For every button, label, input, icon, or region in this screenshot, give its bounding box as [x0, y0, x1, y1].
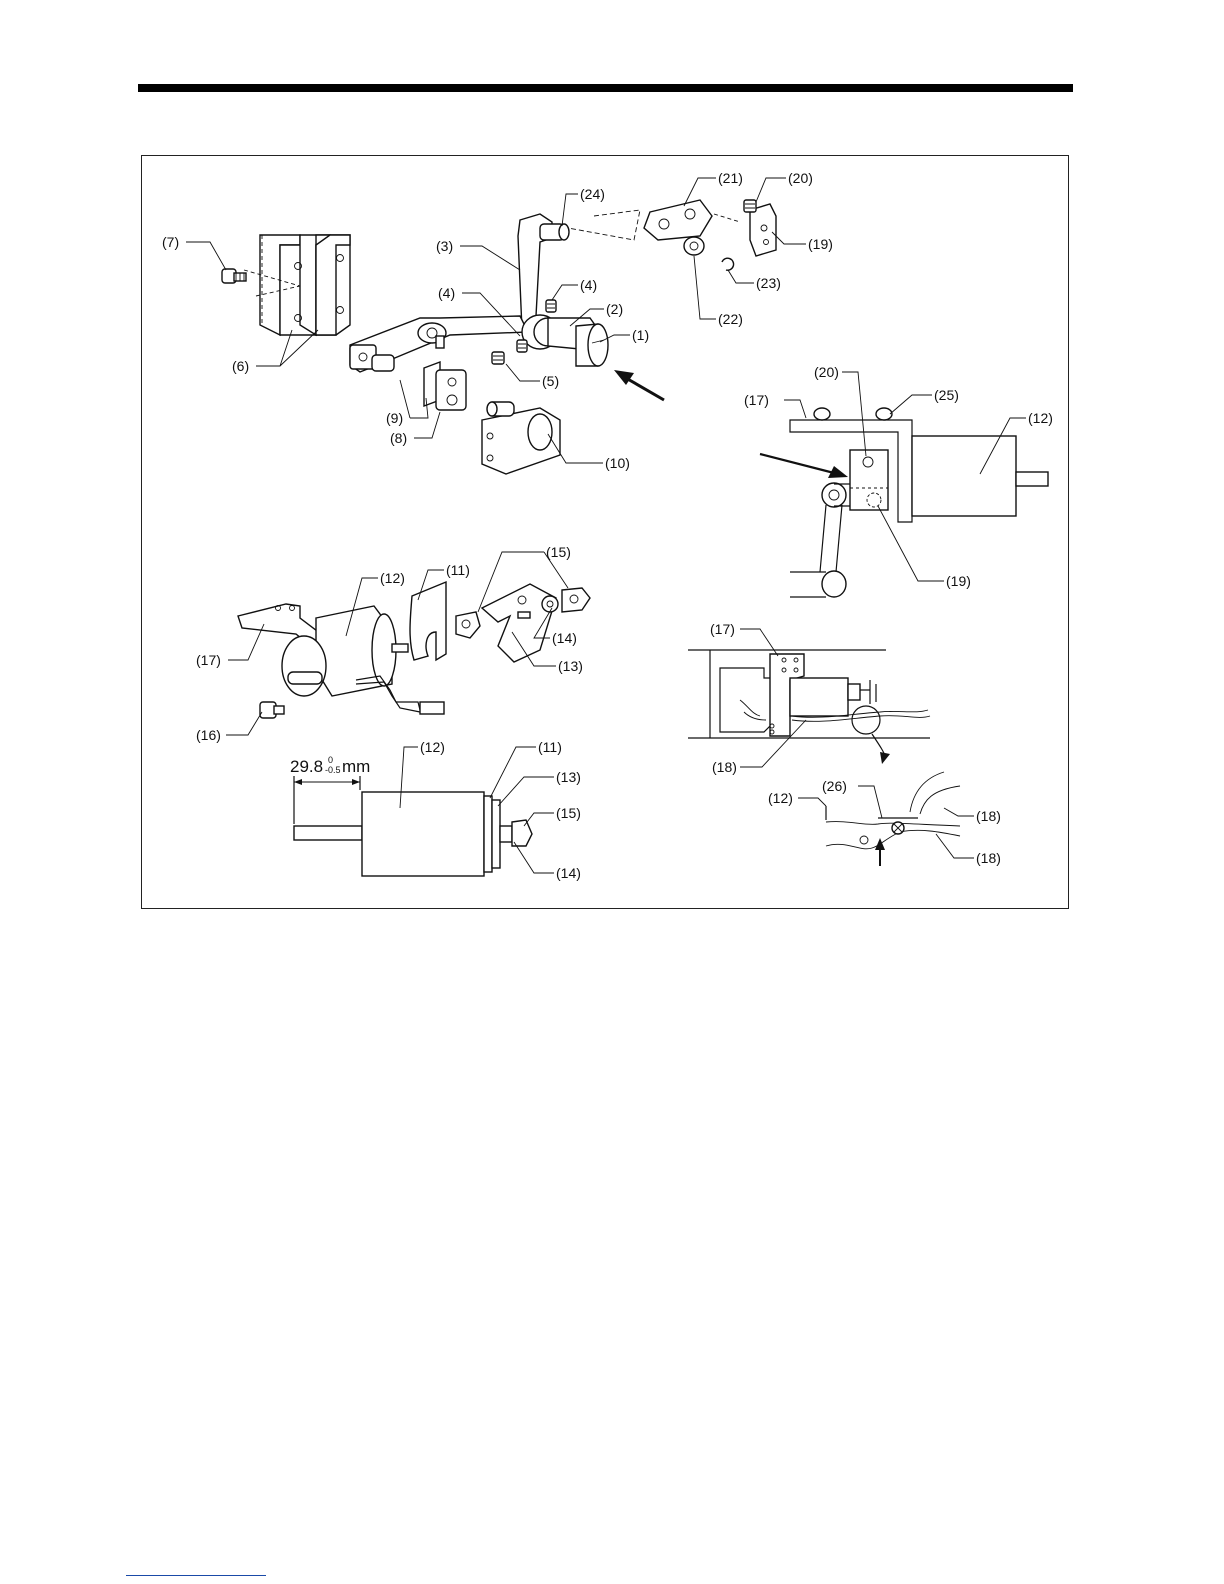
e-ring-23 [722, 258, 734, 270]
dimension-label: 29.8 0 -0.5 mm [290, 755, 370, 776]
callout-23: (23) [756, 275, 781, 291]
bracket-19-20 [714, 200, 776, 256]
footer-rule [126, 1575, 266, 1576]
callout-10: (10) [605, 455, 630, 471]
callout-7: (7) [162, 234, 179, 250]
dim-callout-12: (12) [420, 739, 445, 755]
callout-3: (3) [436, 238, 453, 254]
side-callout-20: (20) [814, 364, 839, 380]
side-callout-19: (19) [946, 573, 971, 589]
dimension-view [294, 776, 532, 876]
dimension-tol-lower: -0.5 [325, 765, 341, 775]
link-plate-21 [568, 200, 712, 240]
callout-13: (13) [558, 658, 583, 674]
callout-2: (2) [606, 301, 623, 317]
callout-4b: (4) [580, 277, 597, 293]
clamp-callout-12: (12) [768, 790, 793, 806]
block-8-9 [424, 362, 466, 410]
arrow-icon [614, 370, 664, 400]
callout-9: (9) [386, 410, 403, 426]
callout-19: (19) [808, 236, 833, 252]
side-callout-25: (25) [934, 387, 959, 403]
wiring-callout-18: (18) [712, 759, 737, 775]
callout-12: (12) [380, 570, 405, 586]
clamp-callout-18b: (18) [976, 850, 1001, 866]
screw-7-icon [222, 269, 246, 283]
callout-11: (11) [446, 562, 470, 578]
mounting-block [244, 235, 350, 335]
lever-10 [482, 402, 560, 474]
side-view [760, 408, 1048, 597]
callout-21: (21) [718, 170, 743, 186]
callout-24: (24) [580, 186, 605, 202]
clamp-callout-26: (26) [822, 778, 847, 794]
callout-16: (16) [196, 727, 221, 743]
callout-4a: (4) [438, 285, 455, 301]
callout-17: (17) [196, 652, 221, 668]
dim-callout-14: (14) [556, 865, 581, 881]
wiring-view [688, 650, 930, 764]
clamp-callout-18a: (18) [976, 808, 1001, 824]
callout-6: (6) [232, 358, 249, 374]
dimension-tol-upper: 0 [328, 755, 333, 765]
callout-14: (14) [552, 630, 577, 646]
callout-1: (1) [632, 327, 649, 343]
dimension-value: 29.8 [290, 757, 323, 776]
wiring-callout-17: (17) [710, 621, 735, 637]
side-callout-17: (17) [744, 392, 769, 408]
callout-5: (5) [542, 373, 559, 389]
callout-8: (8) [390, 430, 407, 446]
dimension-unit: mm [342, 757, 370, 776]
callout-15: (15) [546, 544, 571, 560]
dim-callout-11: (11) [538, 739, 562, 755]
callout-22: (22) [718, 311, 743, 327]
solenoid-assembly [238, 582, 590, 718]
side-callout-12: (12) [1028, 410, 1053, 426]
dim-callout-15: (15) [556, 805, 581, 821]
dim-callout-13: (13) [556, 769, 581, 785]
callout-20: (20) [788, 170, 813, 186]
washer-22 [684, 237, 704, 255]
